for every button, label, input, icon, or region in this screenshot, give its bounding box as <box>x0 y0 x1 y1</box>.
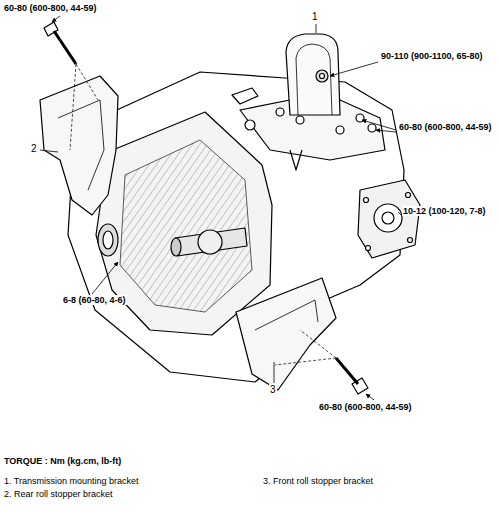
bolt <box>336 358 368 394</box>
legend-item: 3. Front roll stopper bracket <box>262 476 374 486</box>
legend-item: 2. Rear roll stopper bracket <box>3 489 114 499</box>
torque-value: 10-12 (100-120, 7-8) <box>402 206 487 216</box>
transmission-mounting-bracket <box>286 34 340 115</box>
legend-item: 1. Transmission mounting bracket <box>3 476 140 486</box>
torque-heading: TORQUE : Nm (kg.cm, lb-ft) <box>3 456 122 466</box>
torque-value: 60-80 (600-800, 44-59) <box>3 3 98 13</box>
transmission-case <box>68 72 404 382</box>
end-cover <box>358 180 420 258</box>
torque-value: 60-80 (600-800, 44-59) <box>398 122 493 132</box>
callout-number: 1 <box>311 11 319 23</box>
input-shaft <box>175 228 247 256</box>
torque-value: 90-110 (900-1100, 65-80) <box>380 51 484 61</box>
bolt <box>44 22 76 64</box>
callout-number: 3 <box>269 384 277 396</box>
front-roll-stopper-bracket <box>236 278 336 390</box>
torque-value: 60-80 (600-800, 44-59) <box>318 402 413 412</box>
torque-value: 6-8 (60-80, 4-6) <box>62 295 127 305</box>
callout-number: 2 <box>30 143 38 155</box>
rear-roll-stopper-bracket <box>40 76 118 215</box>
